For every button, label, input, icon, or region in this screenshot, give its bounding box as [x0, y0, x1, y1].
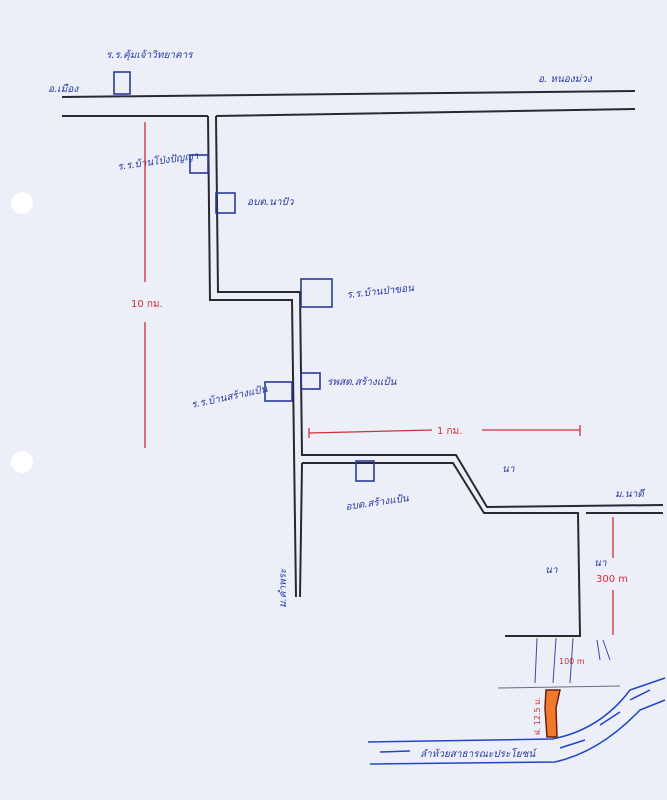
distance-lane-label: 300 m — [596, 574, 628, 585]
distance-horizontal-label: 1 กม. — [437, 426, 462, 437]
school-label: ร.ร.บ้านโป่งปัญญา — [117, 150, 200, 173]
punch-hole — [11, 192, 33, 214]
river-label: ลำห้วยสาธารณะประโยชน์ — [420, 748, 537, 760]
school-top-label: ร.ร.คุ้มเจ้าวิทยาคาร — [106, 49, 194, 61]
field-mark: นา — [545, 565, 558, 576]
district-left-label: อ.เมือง — [48, 83, 79, 95]
weir-label: ฝ. 12.5 ม. — [533, 697, 542, 735]
bank-slope — [497, 637, 621, 689]
sao-napua-label: อบต.นาปัว — [247, 197, 295, 208]
school-building-icon — [189, 154, 209, 174]
village-right-label: ม.นาดี — [615, 488, 646, 500]
river — [367, 677, 666, 765]
school-building-icon — [300, 278, 333, 308]
health-center-icon — [300, 372, 321, 390]
main-highway — [61, 90, 636, 117]
school-building-icon — [113, 71, 131, 95]
weir — [544, 689, 561, 738]
district-right-label: อ. หนองม่วง — [538, 74, 593, 85]
punch-hole — [11, 451, 33, 473]
field-mark: นา — [502, 464, 515, 475]
field-mark: นา — [594, 558, 607, 569]
health-center-label: รพสต.สร้างแป้น — [327, 376, 398, 388]
sao-sangpaen-label: อบต.สร้างแป้น — [345, 492, 411, 513]
distance-vertical-label: 10 กม. — [131, 299, 163, 310]
sao-building-icon — [355, 460, 375, 482]
branch-road — [207, 115, 664, 637]
school-building-icon — [264, 381, 293, 402]
sao-building-icon — [215, 192, 236, 214]
school-sangpaen-label: ร.ร.บ้านสร้างแป้น — [190, 383, 269, 411]
distance-line-horizontal — [308, 425, 581, 438]
village-left-label: ม.คำพระ — [277, 568, 289, 608]
school-pakhon-label: ร.ร.บ้านป่าขอน — [346, 282, 416, 301]
